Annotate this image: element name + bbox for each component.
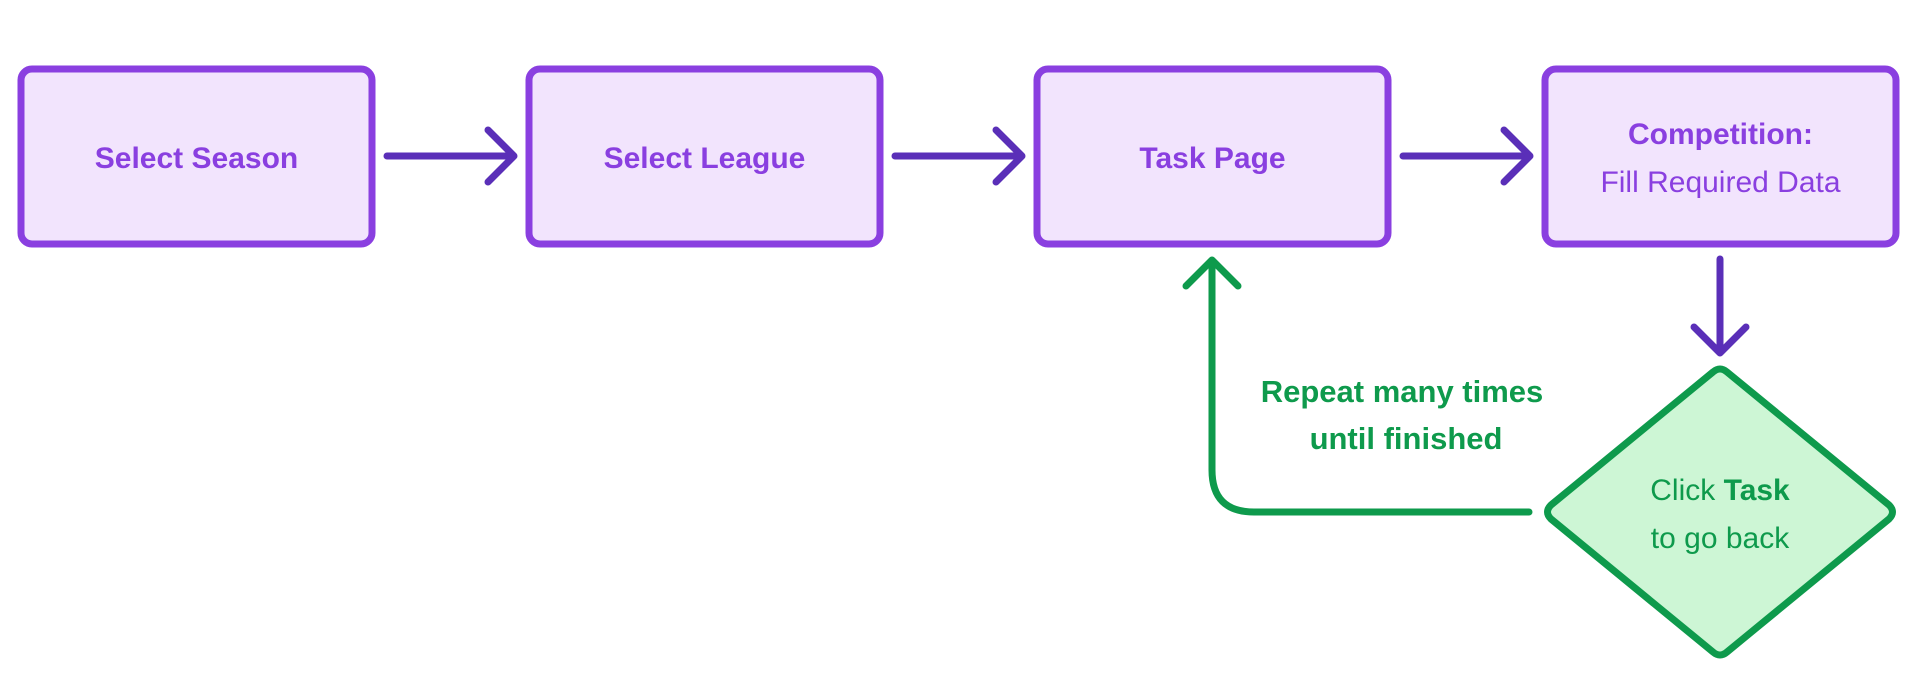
loop-label-line1: Repeat many times xyxy=(1261,374,1544,409)
loop-back-arrow xyxy=(1182,256,1533,516)
step-label-select-season: Select Season xyxy=(95,142,298,175)
decision-click-task: Click Task to go back xyxy=(1544,365,1896,659)
step-select-season: Select Season xyxy=(17,65,376,248)
step-subtitle-competition: Fill Required Data xyxy=(1600,166,1840,199)
step-label-select-league: Select League xyxy=(604,142,806,175)
step-label-task-page: Task Page xyxy=(1139,142,1285,175)
loop-label: Repeat many times until finished xyxy=(1261,374,1544,456)
step-box-select-season xyxy=(17,65,376,248)
arrow-season-to-league xyxy=(383,126,518,186)
arrow-task-to-competition xyxy=(1399,126,1534,186)
step-box-select-league xyxy=(525,65,884,248)
step-title-competition: Competition: xyxy=(1628,118,1813,151)
step-box-competition xyxy=(1541,65,1900,248)
step-competition: Competition: Fill Required Data xyxy=(1541,65,1900,248)
arrow-competition-to-decision xyxy=(1690,255,1750,357)
step-task-page: Task Page xyxy=(1033,65,1392,248)
decision-line2: to go back xyxy=(1651,522,1790,555)
step-box-task-page xyxy=(1033,65,1392,248)
step-select-league: Select League xyxy=(525,65,884,248)
decision-line1: Click Task xyxy=(1650,474,1790,507)
loop-label-line2: until finished xyxy=(1310,421,1503,456)
arrow-league-to-task xyxy=(891,126,1026,186)
decision-diamond xyxy=(1544,365,1896,659)
